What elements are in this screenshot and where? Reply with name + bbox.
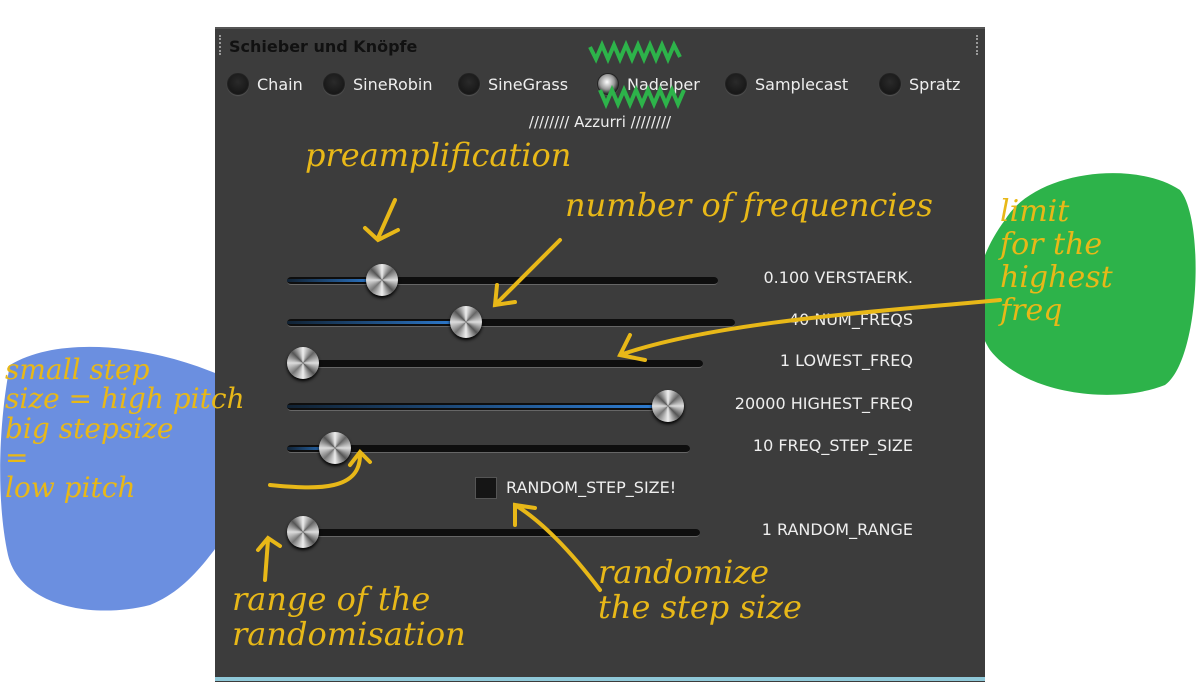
slider-label: 10 FREQ_STEP_SIZE bbox=[752, 436, 913, 455]
radio-label: Spratz bbox=[909, 74, 961, 94]
window-title: Schieber und Knöpfe bbox=[229, 37, 418, 56]
annotation-step-size: small step size = high pitch big stepsiz… bbox=[5, 353, 245, 504]
radio-label: Samplecast bbox=[755, 74, 849, 94]
panel-bottom-border bbox=[215, 677, 985, 681]
radio-label: Chain bbox=[257, 74, 303, 94]
green-scribble-marks bbox=[588, 39, 686, 110]
slider-knob[interactable] bbox=[365, 264, 398, 296]
slider-label: 20000 HIGHEST_FREQ bbox=[734, 394, 913, 413]
slider-track[interactable] bbox=[287, 277, 718, 285]
radio-sinerobin[interactable]: SineRobin bbox=[323, 73, 433, 95]
slider-knob[interactable] bbox=[450, 306, 483, 338]
radio-dot-icon bbox=[458, 73, 480, 95]
slider-fill bbox=[287, 447, 336, 450]
slider-track[interactable] bbox=[287, 319, 735, 327]
radio-dot-icon bbox=[879, 73, 901, 95]
radio-dot-icon bbox=[323, 73, 345, 95]
slider-track[interactable] bbox=[287, 445, 690, 453]
green-annotation-blob bbox=[975, 173, 1196, 395]
radio-samplecast[interactable]: Samplecast bbox=[725, 73, 848, 95]
slider-knob[interactable] bbox=[652, 390, 684, 422]
random-step-size-checkbox[interactable] bbox=[475, 477, 497, 499]
slider-knob[interactable] bbox=[287, 347, 319, 379]
radio-label: Nadelper bbox=[627, 74, 700, 94]
radio-spratz[interactable]: Spratz bbox=[879, 73, 960, 95]
annotation-randomize: randomize the step size bbox=[598, 553, 802, 627]
slider-label: 1 LOWEST_FREQ bbox=[779, 351, 913, 370]
slider-fill bbox=[287, 321, 467, 324]
drag-grip-icon[interactable] bbox=[219, 35, 224, 55]
blue-annotation-blob bbox=[0, 346, 274, 611]
radio-dot-icon bbox=[725, 73, 747, 95]
slider-knob[interactable] bbox=[319, 432, 352, 464]
radio-sinegrass[interactable]: SineGrass bbox=[458, 73, 568, 95]
checkbox-label: RANDOM_STEP_SIZE! bbox=[506, 478, 677, 497]
annotation-number-of-frequencies: number of frequencies bbox=[565, 186, 933, 224]
radio-label: SineRobin bbox=[353, 74, 433, 94]
drag-grip-icon[interactable] bbox=[976, 35, 981, 55]
annotation-preamplification: preamplification bbox=[305, 136, 572, 174]
slider-fill bbox=[287, 279, 382, 282]
slider-label: 0.100 VERSTAERK. bbox=[763, 268, 914, 287]
slider-label: 40 NUM_FREQS bbox=[788, 310, 913, 329]
section-label: //////// Azzurri //////// bbox=[528, 113, 672, 131]
radio-chain[interactable]: Chain bbox=[227, 73, 303, 95]
radio-dot-icon bbox=[227, 73, 249, 95]
slider-knob[interactable] bbox=[287, 516, 319, 548]
slider-track[interactable] bbox=[287, 403, 668, 411]
slider-fill bbox=[287, 405, 668, 408]
annotation-highest-freq: limit for the highest freq bbox=[1000, 194, 1113, 328]
slider-label: 1 RANDOM_RANGE bbox=[761, 520, 913, 539]
slider-track[interactable] bbox=[287, 360, 703, 368]
radio-label: SineGrass bbox=[488, 74, 569, 94]
slider-track[interactable] bbox=[287, 529, 700, 537]
annotation-random-range: range of the randomisation bbox=[232, 580, 466, 654]
